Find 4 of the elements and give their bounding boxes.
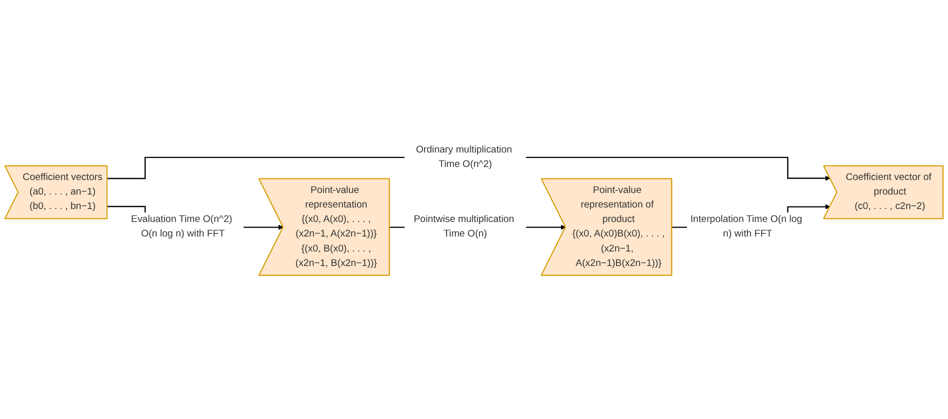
edge-label: Pointwise multiplication Time O(n) — [414, 214, 514, 240]
edge-label: Interpolation Time O(n log n) with FFT — [690, 214, 802, 240]
edge-label: Evaluation Time O(n^2) O(n log n) with FFT — [130, 214, 232, 240]
edge-label: Ordinary multiplication Time O(n^2) — [416, 145, 512, 170]
